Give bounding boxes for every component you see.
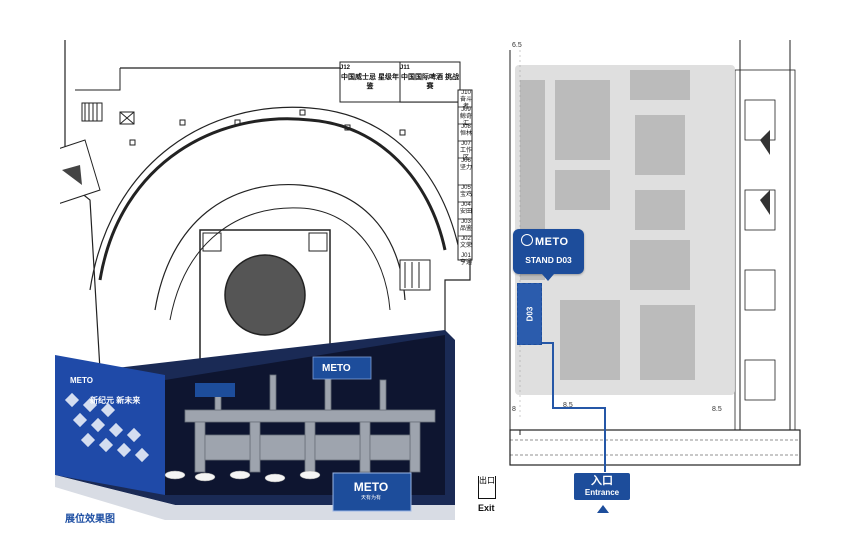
grid-label-8-5-b: 8.5 [712, 406, 722, 413]
pin-logo: METO [521, 234, 569, 248]
entrance-marker[interactable]: 入口 Entrance [574, 473, 630, 500]
render-front-sign: METO 天有为有 [338, 480, 404, 501]
hall-label-j12: J12 中国威士忌 星级年鉴 [340, 65, 399, 90]
left-wall-slogan: 新纪元 新未来 [90, 396, 141, 405]
render-caption: 展位效果图 [65, 514, 115, 525]
render-brand-left: METO [70, 376, 93, 385]
grid-label-6-5: 6.5 [512, 42, 522, 49]
entrance-arrow-icon [597, 505, 609, 513]
render-top-sign: METO [322, 363, 351, 374]
booth-d03[interactable]: D03 [517, 283, 542, 345]
exit-sign-icon: 出口 [478, 476, 496, 499]
grid-label-8: 8 [512, 406, 516, 413]
entrance-en: Entrance [584, 488, 620, 497]
stand-number: STAND D03 [525, 255, 572, 265]
booth-render-image [55, 330, 455, 520]
right-floor-plan [509, 40, 801, 472]
meto-logo-icon [521, 234, 533, 246]
stand-pin[interactable]: METO STAND D03 [513, 229, 584, 281]
exit-label: Exit [478, 503, 495, 513]
hall-label-j11: J11 中国国际啤酒 挑战赛 [400, 65, 459, 90]
render-front-brand: METO [353, 480, 389, 494]
left-floor-plan [60, 40, 473, 371]
grid-label-8-5-a: 8.5 [563, 402, 573, 409]
render-front-sub: 天有为有 [360, 495, 381, 501]
entrance-cn: 入口 [591, 475, 613, 487]
